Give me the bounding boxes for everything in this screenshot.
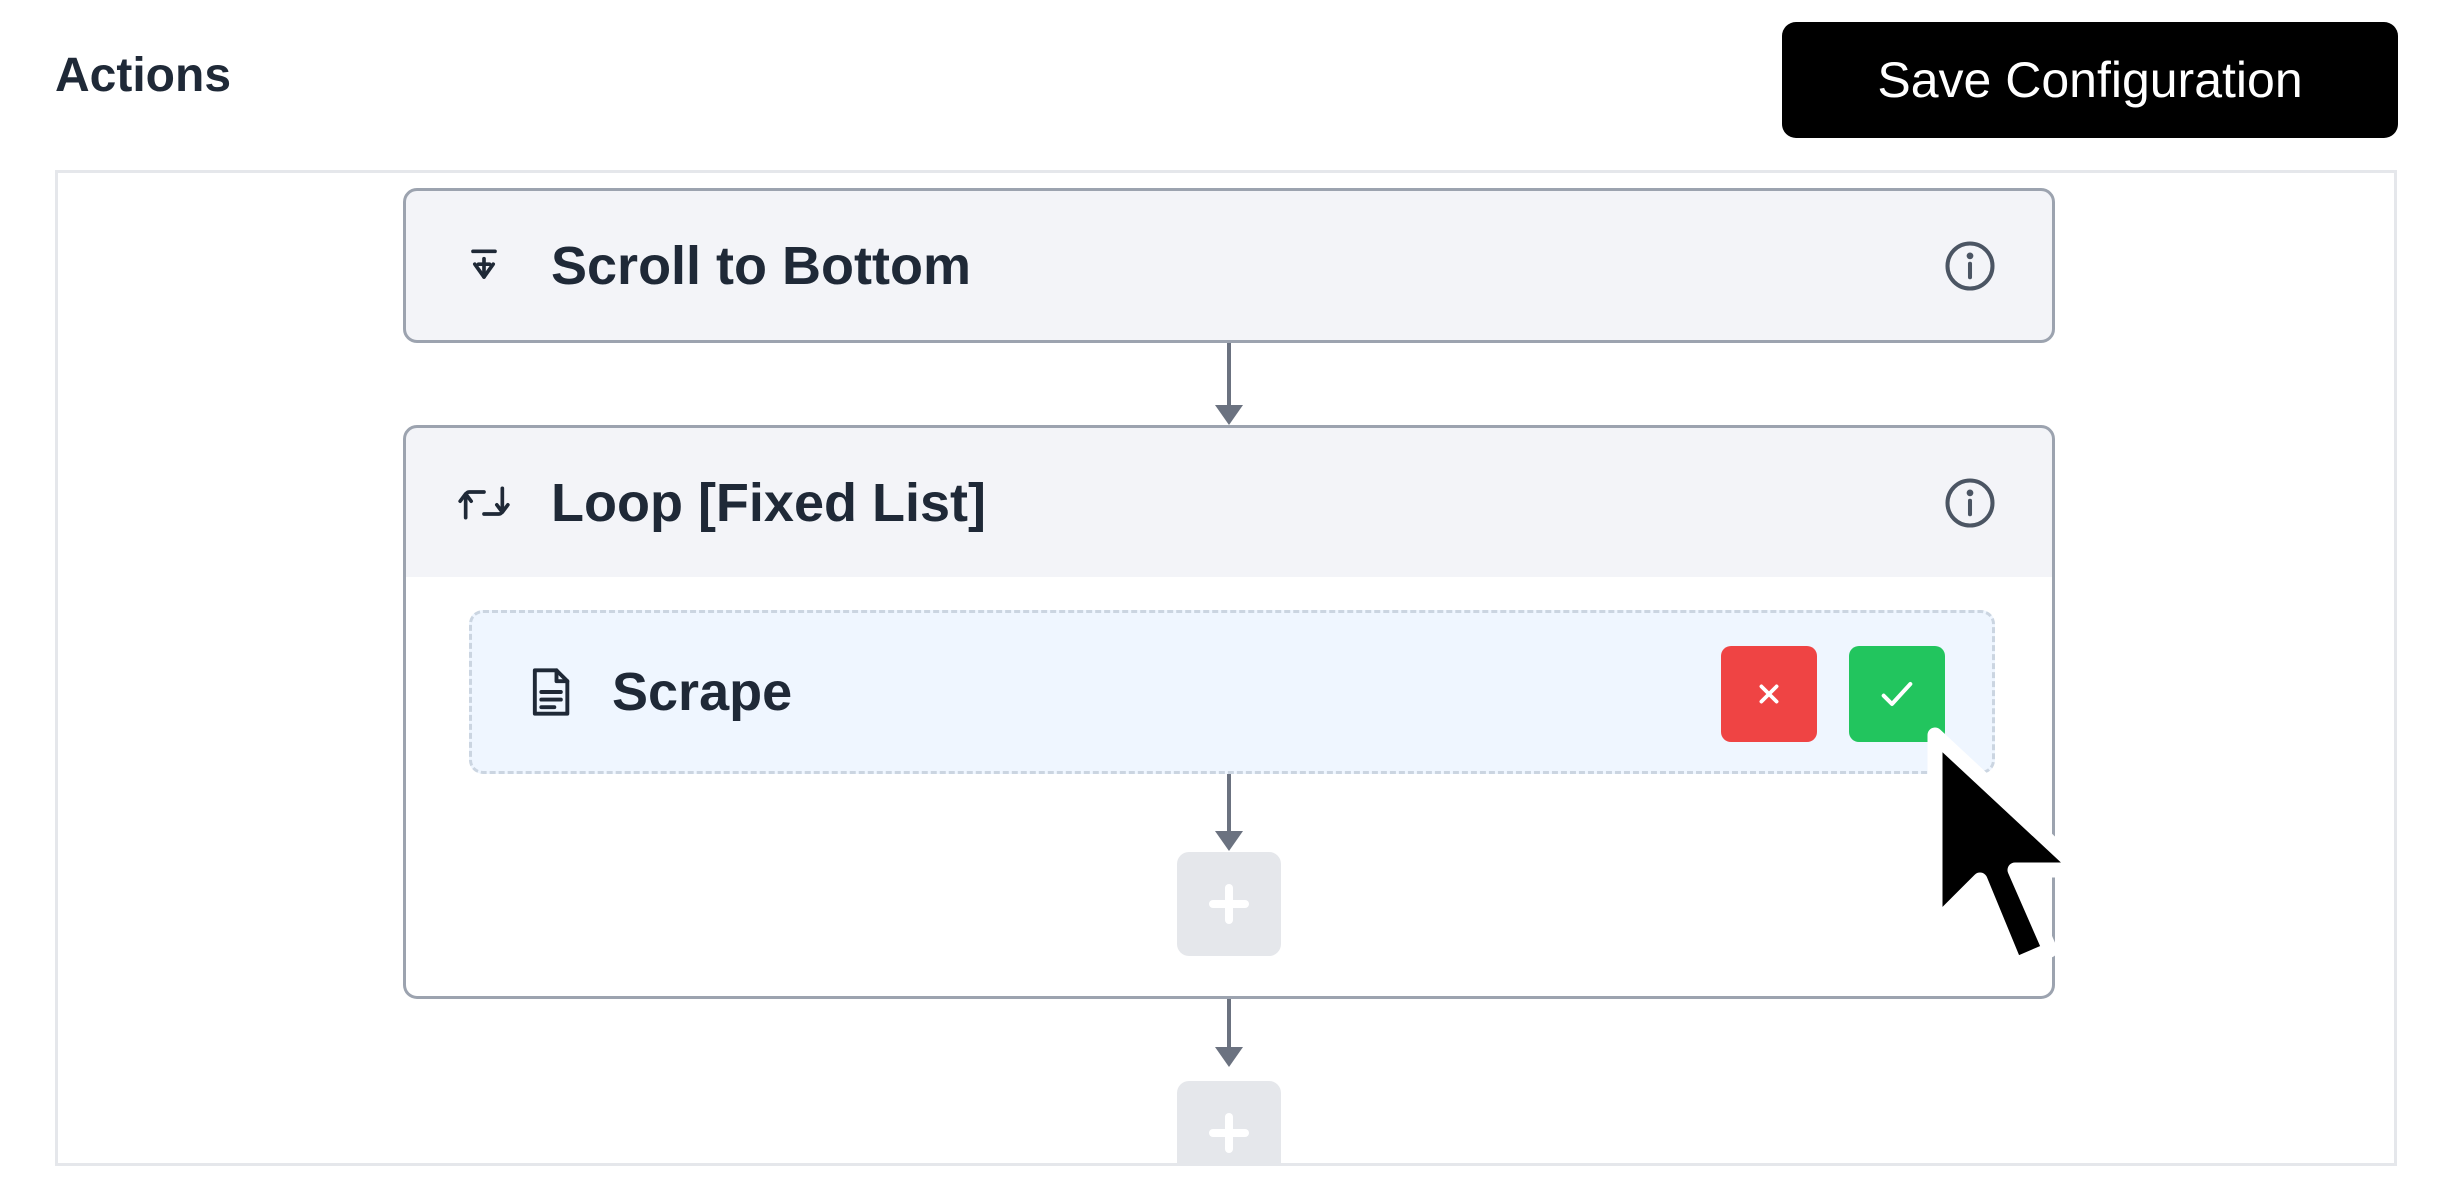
- step-scroll-to-bottom[interactable]: Scroll to Bottom: [403, 188, 2055, 343]
- page-title: Actions: [55, 49, 232, 102]
- add-step-button[interactable]: [1177, 852, 1281, 956]
- connector-arrow: [1215, 831, 1243, 851]
- plus-icon: [1209, 1113, 1249, 1153]
- connector-line: [1227, 774, 1231, 834]
- info-icon[interactable]: [1943, 239, 1997, 293]
- step-scrape[interactable]: Scrape: [469, 610, 1995, 774]
- scroll-down-icon: [458, 240, 510, 292]
- step-label: Loop [Fixed List]: [551, 472, 986, 533]
- loop-body: Scrape: [403, 577, 2055, 999]
- save-configuration-button[interactable]: Save Configuration: [1782, 22, 2398, 138]
- connector-line: [1227, 999, 1231, 1051]
- plus-icon: [1209, 884, 1249, 924]
- connector-line: [1227, 343, 1231, 407]
- step-label: Scroll to Bottom: [551, 235, 971, 296]
- document-icon: [524, 666, 576, 718]
- step-label: Scrape: [612, 662, 793, 722]
- cancel-button[interactable]: [1721, 646, 1817, 742]
- connector-arrow: [1215, 1047, 1243, 1067]
- add-step-button[interactable]: [1177, 1081, 1281, 1163]
- workflow-canvas: Scroll to Bottom Loop [Fixed List]: [55, 170, 2397, 1166]
- check-icon: [1881, 682, 1913, 706]
- info-icon[interactable]: [1943, 476, 1997, 530]
- close-icon: [1759, 684, 1779, 704]
- connector-arrow: [1215, 405, 1243, 425]
- confirm-button[interactable]: [1849, 646, 1945, 742]
- loop-icon: [458, 477, 510, 529]
- step-loop-fixed-list[interactable]: Loop [Fixed List]: [403, 425, 2055, 580]
